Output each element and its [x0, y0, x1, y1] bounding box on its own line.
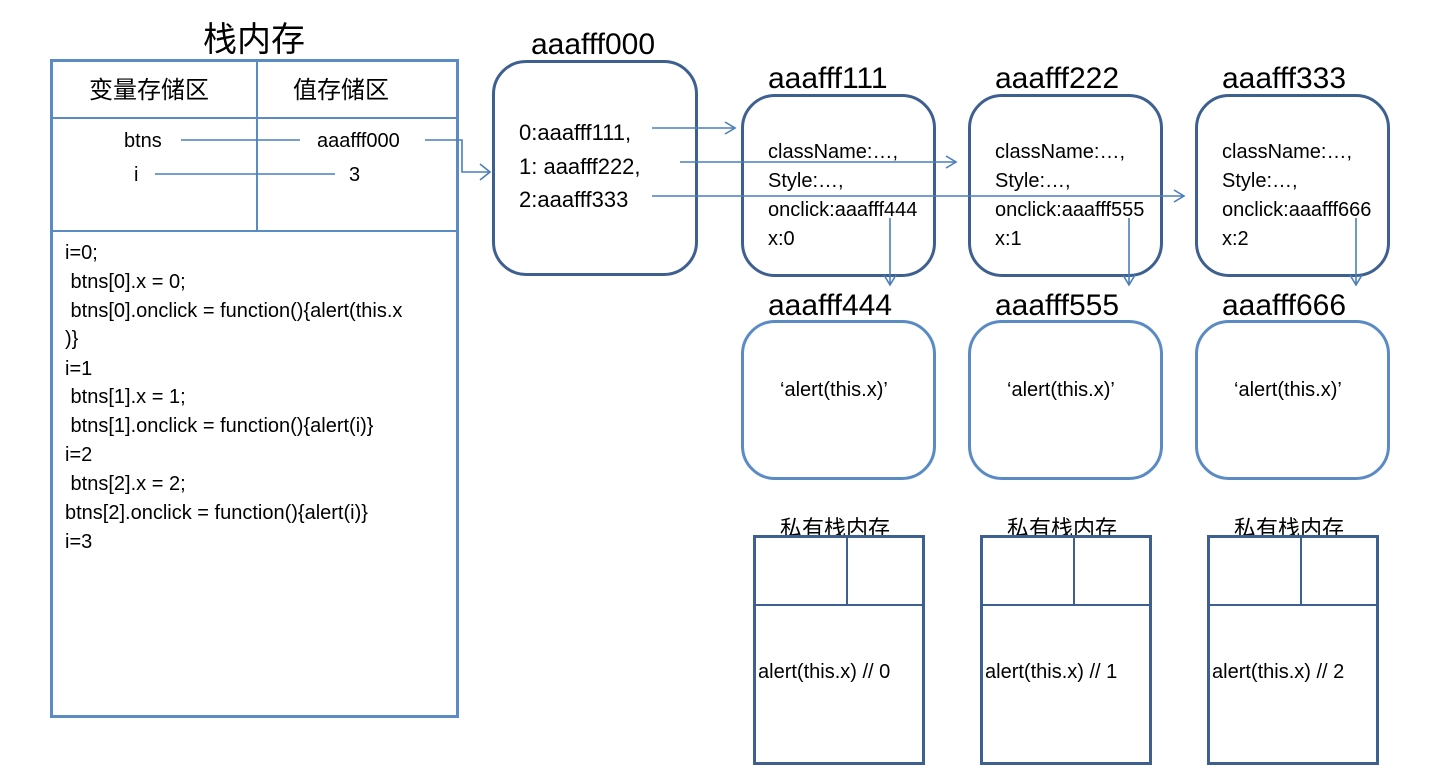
code-line: i=2 [65, 444, 93, 466]
element-object-1: className:…, Style:…, onclick:aaafff444 … [741, 94, 936, 277]
arrowhead [945, 155, 958, 169]
object-field: x:2 [1222, 228, 1249, 250]
var-value-btns: aaafff000 [317, 130, 400, 152]
arrowhead [1349, 274, 1363, 287]
var-storage-header: 变量存储区 [89, 76, 209, 104]
object-field: onclick:aaafff444 [768, 199, 918, 221]
object-address-3: aaafff333 [1222, 62, 1347, 95]
code-line: btns[2].onclick = function(){alert(i)} [65, 502, 368, 524]
object-field: onclick:aaafff666 [1222, 199, 1372, 221]
object-field: className:…, [995, 141, 1126, 163]
element-object-2: className:…, Style:…, onclick:aaafff555 … [968, 94, 1163, 277]
code-line: )} [65, 328, 79, 350]
object-address-2: aaafff222 [995, 62, 1120, 95]
code-line: i=1 [65, 358, 93, 380]
code-line: btns[1].x = 1; [65, 386, 186, 408]
array-address: aaafff000 [531, 28, 656, 61]
header-divider [53, 117, 456, 119]
private-stack-col-divider [846, 538, 848, 604]
arrowhead [1173, 189, 1186, 203]
function-body: ‘alert(this.x)’ [1234, 379, 1342, 401]
object-field: x:1 [995, 228, 1022, 250]
function-object-2: ‘alert(this.x)’ [968, 320, 1163, 480]
private-stack-result: alert(this.x) // 0 [758, 661, 891, 683]
private-stack-3: alert(this.x) // 2 [1207, 535, 1379, 765]
code-line: i=0; [65, 242, 98, 264]
private-stack-col-divider [1300, 538, 1302, 604]
arrowhead [479, 163, 492, 181]
arrowhead [883, 274, 897, 287]
private-stack-result: alert(this.x) // 1 [985, 661, 1118, 683]
function-address-2: aaafff555 [995, 289, 1120, 322]
column-divider [256, 62, 258, 230]
code-line: i=3 [65, 531, 93, 553]
function-body: ‘alert(this.x)’ [1007, 379, 1115, 401]
code-line: btns[1].onclick = function(){alert(i)} [65, 415, 374, 437]
code-line: btns[0].x = 0; [65, 271, 186, 293]
arrowhead [1122, 274, 1136, 287]
object-address-1: aaafff111 [768, 62, 888, 95]
function-object-1: ‘alert(this.x)’ [741, 320, 936, 480]
object-field: onclick:aaafff555 [995, 199, 1145, 221]
private-stack-row-divider [756, 604, 922, 606]
object-field: className:…, [768, 141, 899, 163]
private-stack-result: alert(this.x) // 2 [1212, 661, 1345, 683]
var-name-btns: btns [124, 130, 162, 152]
array-object-box: 0:aaafff111, 1: aaafff222, 2:aaafff333 [492, 60, 698, 276]
private-stack-col-divider [1073, 538, 1075, 604]
value-storage-header: 值存储区 [293, 76, 389, 104]
array-entry: 0:aaafff111, [519, 120, 632, 145]
vars-divider [53, 230, 456, 232]
private-stack-row-divider [1210, 604, 1376, 606]
var-name-i: i [134, 164, 139, 186]
stack-title: 栈内存 [203, 20, 305, 60]
stack-memory-box: 变量存储区 值存储区 btns aaafff000 i 3 i=0; btns[… [50, 59, 459, 718]
object-field: Style:…, [768, 170, 844, 192]
private-stack-row-divider [983, 604, 1149, 606]
element-object-3: className:…, Style:…, onclick:aaafff666 … [1195, 94, 1390, 277]
var-value-i: 3 [349, 164, 361, 186]
object-field: Style:…, [995, 170, 1071, 192]
object-field: Style:…, [1222, 170, 1298, 192]
private-stack-1: alert(this.x) // 0 [753, 535, 925, 765]
function-address-1: aaafff444 [768, 289, 893, 322]
array-entry: 2:aaafff333 [519, 187, 629, 212]
private-stack-2: alert(this.x) // 1 [980, 535, 1152, 765]
stack-to-array-arrow [425, 139, 490, 173]
arrowhead [724, 121, 737, 135]
function-object-3: ‘alert(this.x)’ [1195, 320, 1390, 480]
code-line: btns[2].x = 2; [65, 473, 186, 495]
object-field: x:0 [768, 228, 795, 250]
function-body: ‘alert(this.x)’ [780, 379, 888, 401]
function-address-3: aaafff666 [1222, 289, 1347, 322]
object-field: className:…, [1222, 141, 1353, 163]
code-line: btns[0].onclick = function(){alert(this.… [65, 300, 403, 322]
array-entry: 1: aaafff222, [519, 154, 641, 179]
